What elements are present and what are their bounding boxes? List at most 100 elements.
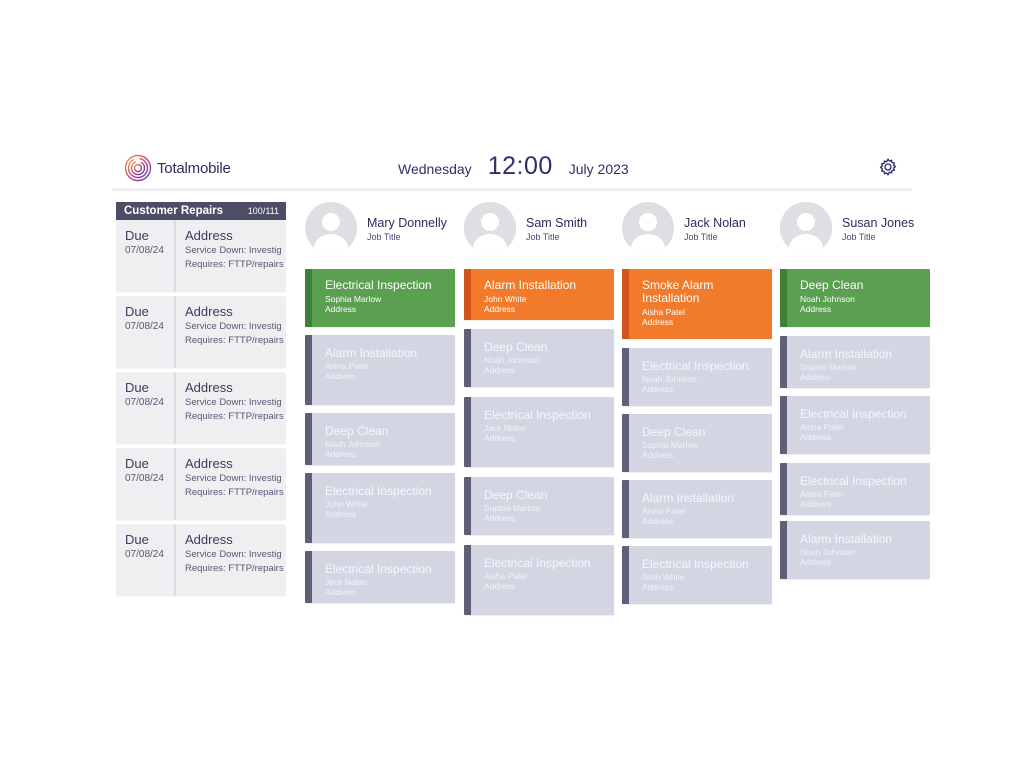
job-title: Deep Clean xyxy=(325,424,389,438)
job-status-bar xyxy=(780,396,787,454)
job-address: Address xyxy=(642,317,674,327)
job-status-bar xyxy=(305,335,312,405)
job-title: Electrical Inspection xyxy=(642,557,749,571)
requires-line: Requires: FTTP/repairs xyxy=(185,563,284,574)
requires-line: Requires: FTTP/repairs xyxy=(185,259,284,270)
job-status-bar xyxy=(780,521,787,579)
job-address: Address xyxy=(484,433,516,443)
job-status-bar xyxy=(464,269,471,320)
job-person: Noah Johnson xyxy=(325,439,380,449)
gear-icon[interactable] xyxy=(878,157,898,177)
job-title: Alarm Installation xyxy=(800,532,893,546)
queue-count: 100/111 xyxy=(247,206,279,216)
avatar xyxy=(780,202,832,254)
job-person: Noah Johnson xyxy=(800,294,855,304)
job-status-bar xyxy=(464,545,471,615)
due-label: Due xyxy=(125,380,149,395)
due-label: Due xyxy=(125,456,149,471)
job-title: Electrical Inspection xyxy=(800,407,907,421)
avatar-body xyxy=(631,234,665,254)
job-title: Electrical Inspection xyxy=(484,408,591,422)
job-person: John White xyxy=(325,499,368,509)
service-line: Service Down: Investig xyxy=(185,473,282,484)
due-label: Due xyxy=(125,532,149,547)
job-status-bar xyxy=(622,348,629,406)
job-status-bar xyxy=(305,473,312,543)
technician-name: Sam Smith xyxy=(526,216,588,230)
clock-month: July 2023 xyxy=(568,161,629,177)
job-address: Address xyxy=(642,384,674,394)
job-person: Aisha Patel xyxy=(800,489,843,499)
service-line: Service Down: Investig xyxy=(185,321,282,332)
job-address: Address xyxy=(325,449,357,459)
job-address: Address xyxy=(800,557,832,567)
job-address: Address xyxy=(484,581,516,591)
job-address: Address xyxy=(800,432,832,442)
job-title: Electrical Inspection xyxy=(325,562,432,576)
scheduler-app: Totalmobile Wednesday 12:00 July 2023 Cu… xyxy=(112,148,930,618)
address-label: Address xyxy=(185,228,233,243)
job-address: Address xyxy=(800,372,832,382)
job-person: Sophia Marlow xyxy=(800,362,857,372)
job-person: Noah Johnson xyxy=(484,355,539,365)
job-title: Deep Clean xyxy=(484,340,548,354)
job-person: Noah Johnson xyxy=(642,374,697,384)
job-address: Address xyxy=(325,587,357,597)
job-status-bar xyxy=(305,551,312,603)
job-title: Alarm Installation xyxy=(642,491,735,505)
technician-name: Susan Jones xyxy=(842,216,915,230)
job-title: Deep Clean xyxy=(800,278,864,292)
avatar-head xyxy=(797,213,815,231)
job-person: Aisha Patel xyxy=(800,422,843,432)
job-title: Deep Clean xyxy=(484,488,548,502)
job-address: Address xyxy=(642,450,674,460)
job-status-bar xyxy=(622,480,629,538)
header-divider xyxy=(112,188,912,191)
brand-logo: Totalmobile xyxy=(124,154,231,182)
job-status-bar xyxy=(780,269,787,327)
avatar-head xyxy=(481,213,499,231)
job-address: Address xyxy=(800,304,832,314)
technician-job-title: Job Title xyxy=(684,232,718,242)
job-person: Sophia Marlow xyxy=(325,294,382,304)
job-title: Alarm Installation xyxy=(325,346,418,360)
job-address: Address xyxy=(484,365,516,375)
